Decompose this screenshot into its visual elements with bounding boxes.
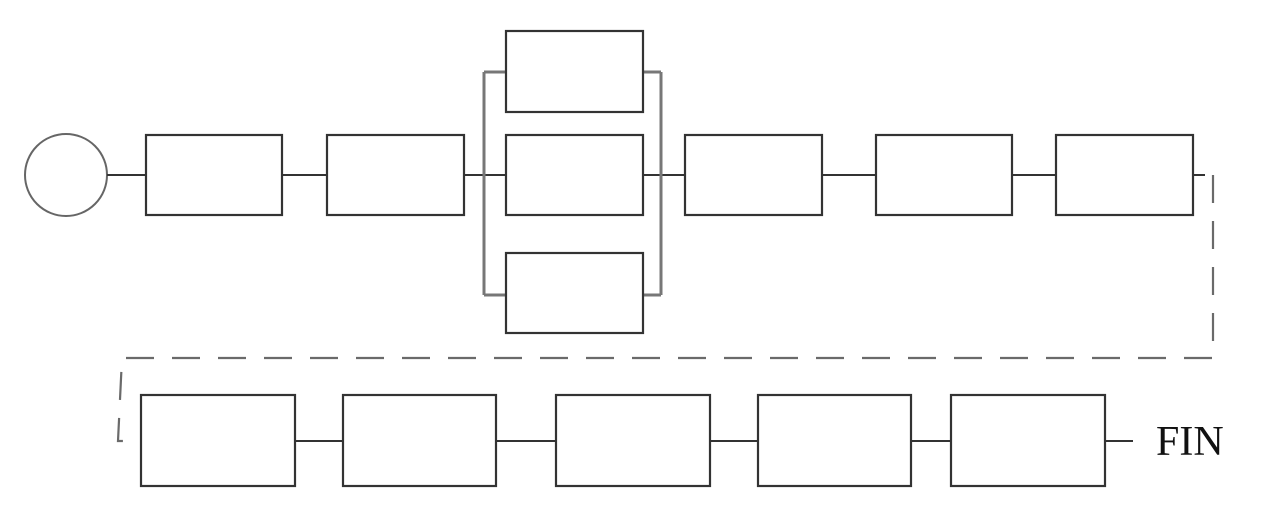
process-box bbox=[554, 393, 712, 488]
parallel-box-middle bbox=[504, 133, 645, 217]
process-box bbox=[949, 393, 1107, 488]
process-box bbox=[1054, 133, 1195, 217]
start-node bbox=[24, 133, 108, 217]
process-box bbox=[756, 393, 913, 488]
parallel-box-bottom bbox=[504, 251, 645, 335]
process-box bbox=[144, 133, 284, 217]
parallel-split-bracket bbox=[482, 70, 506, 297]
process-box bbox=[341, 393, 498, 488]
process-box bbox=[325, 133, 466, 217]
process-box bbox=[683, 133, 824, 217]
process-box bbox=[874, 133, 1014, 217]
parallel-join-bracket bbox=[643, 70, 663, 297]
end-label: FIN bbox=[1156, 419, 1224, 465]
parallel-box-top bbox=[504, 29, 645, 114]
process-box bbox=[139, 393, 297, 488]
